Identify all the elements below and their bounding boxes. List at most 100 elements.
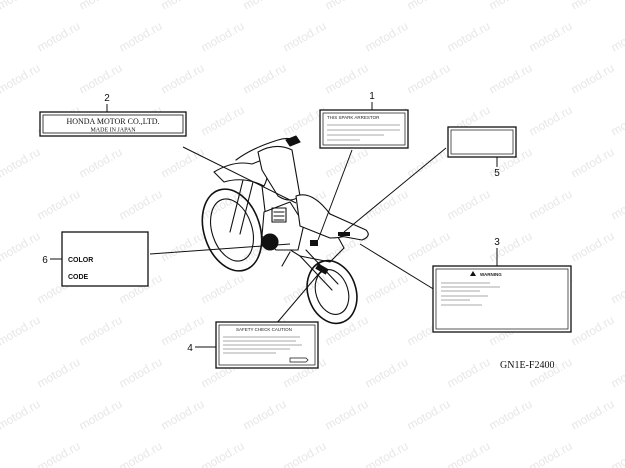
watermark-text: motod.ru	[159, 313, 207, 349]
warning-triangle-icon	[470, 271, 476, 276]
callout-4: 4	[187, 343, 193, 354]
watermark-text: motod.ru	[0, 439, 1, 468]
watermark-text: motod.ru	[569, 145, 617, 181]
watermark-text: motod.ru	[0, 397, 43, 433]
watermark-text: motod.ru	[77, 313, 125, 349]
front-wheel	[201, 188, 263, 272]
watermark-text: motod.ru	[323, 313, 371, 349]
watermark-text: motod.ru	[159, 229, 207, 265]
leader-2	[182, 146, 297, 204]
watermark-text: motod.ru	[199, 19, 247, 55]
leader-3	[359, 243, 436, 291]
rear-wheel	[306, 259, 358, 325]
callout-6: 6	[42, 255, 48, 266]
callout-2: 2	[104, 93, 110, 104]
label-color-code: COLOR CODE	[61, 231, 149, 287]
watermark-text: motod.ru	[159, 145, 207, 181]
watermark-text: motod.ru	[159, 397, 207, 433]
watermark-text: motod.ru	[117, 355, 165, 391]
watermark-text: motod.ru	[405, 0, 453, 13]
watermark-text: motod.ru	[77, 397, 125, 433]
label-safety-caution: SAFETY CHECK CAUTION	[215, 321, 319, 369]
watermark-text: motod.ru	[117, 19, 165, 55]
callout-numbers: 1 2 3 4 5 6	[42, 91, 500, 354]
callout-1: 1	[369, 91, 375, 102]
pointer-hand-icon	[289, 357, 309, 363]
watermark-text: motod.ru	[363, 19, 411, 55]
watermark-text: motod.ru	[77, 61, 125, 97]
watermark-text: motod.ru	[405, 229, 453, 265]
watermark-text: motod.ru	[0, 229, 43, 265]
watermark-text: motod.ru	[569, 61, 617, 97]
watermark-text: motod.ru	[0, 145, 43, 181]
watermark-text: motod.ru	[35, 355, 83, 391]
leader-5	[343, 147, 447, 233]
watermark-text: motod.ru	[363, 271, 411, 307]
watermark-text: motod.ru	[0, 271, 1, 307]
watermark-text: motod.ru	[241, 0, 289, 13]
leader-4	[275, 269, 323, 325]
watermark-text: motod.ru	[487, 397, 535, 433]
watermark-text: motod.ru	[445, 439, 493, 468]
watermark-text: motod.ru	[405, 61, 453, 97]
watermark-text: motod.ru	[527, 19, 575, 55]
watermark-text: motod.ru	[77, 0, 125, 13]
safety-title: SAFETY CHECK CAUTION	[236, 327, 292, 332]
watermark-text: motod.ru	[527, 187, 575, 223]
callout-5: 5	[494, 168, 500, 179]
watermark-text: motod.ru	[569, 397, 617, 433]
watermark-text: motod.ru	[199, 271, 247, 307]
watermark-text: motod.ru	[609, 187, 625, 223]
watermark-text: motod.ru	[117, 439, 165, 468]
color-text: COLOR	[68, 257, 93, 264]
watermark-text: motod.ru	[281, 439, 329, 468]
watermark-text: motod.ru	[35, 187, 83, 223]
watermark-text: motod.ru	[609, 19, 625, 55]
watermark-text: motod.ru	[323, 0, 371, 13]
watermark-text: motod.ru	[609, 439, 625, 468]
honda-line-1: HONDA MOTOR CO.,LTD.	[66, 117, 159, 126]
honda-line-2: MADE IN JAPAN	[90, 128, 136, 134]
watermark-text: motod.ru	[0, 313, 43, 349]
leader-lines	[149, 146, 447, 325]
watermark-text: motod.ru	[35, 439, 83, 468]
watermark-text: motod.ru	[241, 397, 289, 433]
watermark-text: motod.ru	[0, 103, 1, 139]
watermark-text: motod.ru	[0, 19, 1, 55]
watermark-text: motod.ru	[363, 355, 411, 391]
watermark-text: motod.ru	[199, 103, 247, 139]
watermark-text: motod.ru	[487, 61, 535, 97]
watermark-text: motod.ru	[445, 355, 493, 391]
watermark-text: motod.ru	[281, 19, 329, 55]
label-warning: WARNING	[432, 265, 572, 333]
label-blank-5	[447, 126, 517, 158]
watermark-text: motod.ru	[487, 0, 535, 13]
watermark-text: motod.ru	[0, 355, 1, 391]
leader-6	[149, 243, 291, 255]
watermark-text: motod.ru	[0, 0, 43, 13]
motorcycle-illustration	[201, 135, 369, 325]
watermark-text: motod.ru	[35, 19, 83, 55]
watermark-text: motod.ru	[323, 61, 371, 97]
label-honda-plate: HONDA MOTOR CO.,LTD. MADE IN JAPAN	[39, 111, 187, 137]
watermark-text: motod.ru	[323, 145, 371, 181]
watermark-text: motod.ru	[405, 397, 453, 433]
watermark-text: motod.ru	[0, 61, 43, 97]
watermark-text: motod.ru	[241, 61, 289, 97]
watermark-text: motod.ru	[363, 439, 411, 468]
watermark-text: motod.ru	[609, 103, 625, 139]
watermark-text: motod.ru	[323, 397, 371, 433]
watermark-text: motod.ru	[569, 229, 617, 265]
watermark-text: motod.ru	[199, 439, 247, 468]
watermark-text: motod.ru	[0, 187, 1, 223]
watermark-text: motod.ru	[159, 0, 207, 13]
code-text: CODE	[68, 274, 89, 281]
watermark-text: motod.ru	[569, 0, 617, 13]
watermark-text: motod.ru	[77, 145, 125, 181]
watermark-text: motod.ru	[445, 187, 493, 223]
watermark-text: motod.ru	[527, 439, 575, 468]
watermark-text: motod.ru	[609, 355, 625, 391]
callout-3: 3	[494, 237, 500, 248]
leader-1	[317, 149, 353, 241]
